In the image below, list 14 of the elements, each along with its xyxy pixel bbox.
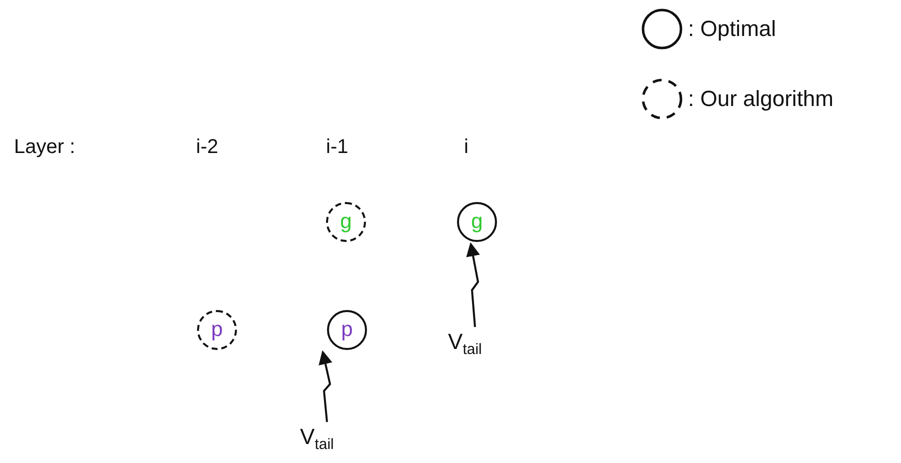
solid-circle: p [327, 310, 367, 350]
zigzag-arrow [318, 350, 332, 422]
legend-text: : Optimal [688, 16, 776, 42]
dashed-circle: p [197, 310, 237, 350]
solid-circle: g [457, 202, 497, 242]
legend-text: : Our algorithm [688, 86, 834, 112]
variable-label: V$_{tail}$ [448, 331, 482, 357]
layer-label: i-1 [326, 136, 348, 159]
layer-label: i-2 [196, 136, 218, 159]
zigzag-arrow [466, 242, 480, 328]
variable-label: V$_{tail}$ [300, 426, 334, 452]
row-label: Layer : [14, 136, 76, 159]
layer-label: i [464, 136, 468, 159]
dashed-circle: g [326, 202, 366, 242]
